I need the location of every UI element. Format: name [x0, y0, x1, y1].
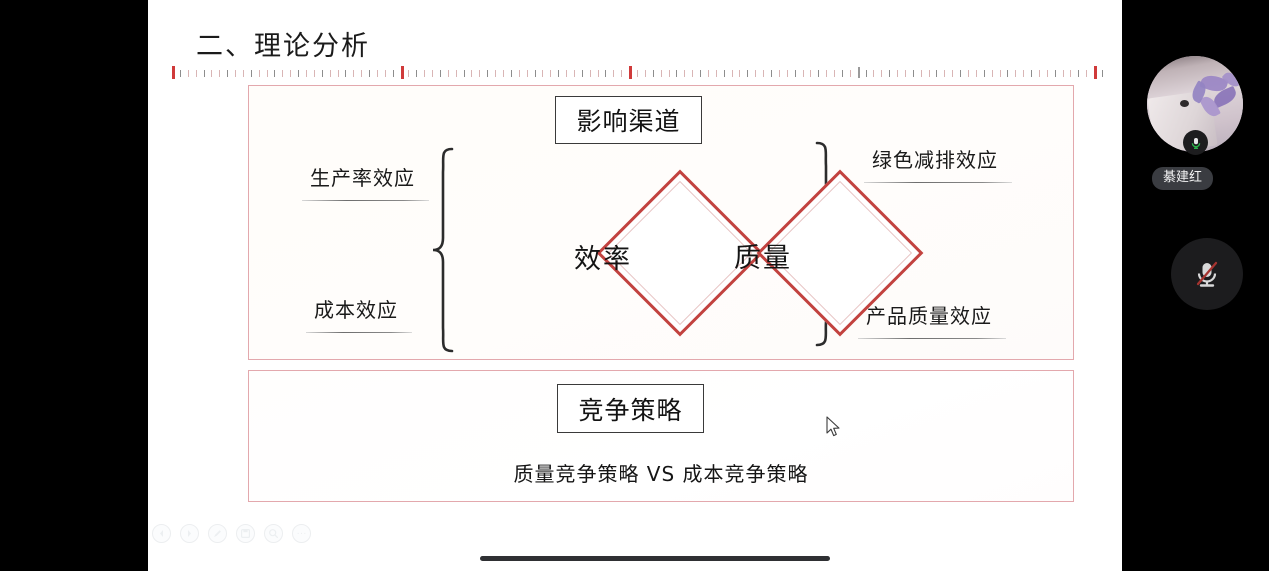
annotate-pen-button[interactable] [208, 524, 227, 543]
home-indicator [480, 556, 830, 561]
ellipsis-icon: ··· [296, 527, 307, 539]
strategy-comparison-text: 质量竞争策略 VS 成本竞争策略 [513, 462, 809, 486]
left-arrow-icon [160, 530, 163, 537]
microphone-icon [1191, 137, 1200, 149]
page-title: 二、理论分析 [196, 31, 370, 62]
save-snapshot-button[interactable] [236, 524, 255, 543]
effect-label-productivity: 生产率效应 [302, 162, 429, 201]
magnifier-icon [269, 529, 279, 539]
save-icon [241, 529, 251, 539]
mute-toggle-button[interactable] [1171, 238, 1243, 310]
mic-active-badge [1183, 130, 1208, 155]
right-arrow-icon [188, 530, 191, 537]
effect-label-green-emission: 绿色减排效应 [864, 144, 1012, 183]
competition-strategy-heading: 竞争策略 [557, 384, 704, 433]
participant-avatar-wrap[interactable] [1147, 56, 1243, 155]
influence-channel-heading: 影响渠道 [555, 96, 702, 144]
diamond-label-quality: 质量 [734, 243, 792, 274]
participant-rail: 綦建红 [1122, 0, 1269, 571]
effect-label-cost: 成本效应 [306, 294, 412, 333]
slide-stage[interactable]: 二、理论分析 影响渠道 生产率效应 成本效应 绿色减排效应 产品质量效应 效率 … [148, 0, 1122, 571]
next-slide-button[interactable] [180, 524, 199, 543]
participant-name-pill: 綦建红 [1152, 167, 1214, 191]
diamond-label-efficiency: 效率 [574, 244, 632, 275]
pen-icon [214, 530, 221, 537]
mouse-cursor [826, 416, 842, 443]
more-options-button[interactable]: ··· [292, 524, 311, 543]
previous-slide-button[interactable] [152, 524, 171, 543]
avatar [1147, 56, 1243, 152]
ruler-decoration [172, 66, 1103, 80]
effect-label-product-quality: 产品质量效应 [858, 300, 1006, 339]
left-curly-brace [430, 146, 456, 359]
zoom-search-button[interactable] [264, 524, 283, 543]
slide-toolbar[interactable]: ··· [152, 524, 311, 543]
microphone-muted-icon [1196, 261, 1218, 287]
